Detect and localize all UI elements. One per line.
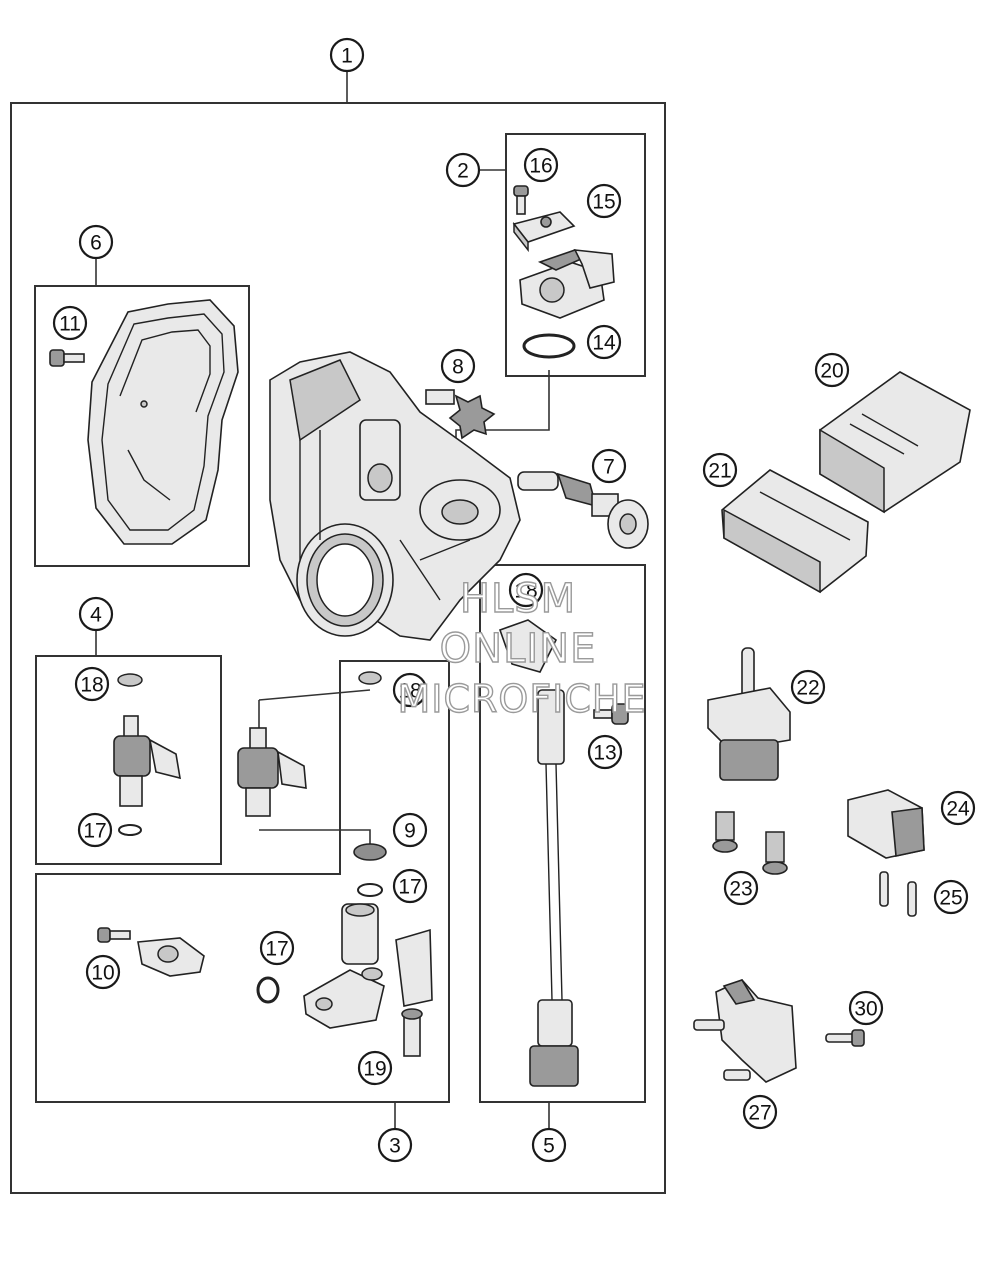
svg-text:24: 24 (946, 798, 970, 821)
callout-13: 13 (587, 734, 623, 770)
svg-text:7: 7 (603, 456, 615, 479)
group-frame-5 (479, 564, 646, 1103)
callout-3: 3 (377, 1127, 413, 1163)
o-ring-part-14 (522, 333, 576, 359)
callout-24: 24 (940, 790, 976, 826)
injector-part-3 (237, 671, 382, 817)
svg-text:1: 1 (341, 45, 353, 68)
svg-text:13: 13 (593, 742, 616, 765)
svg-text:18: 18 (398, 680, 421, 703)
callout-7: 7 (591, 448, 627, 484)
callout-10: 10 (85, 954, 121, 990)
svg-text:18: 18 (514, 580, 537, 603)
svg-text:ONLINE: ONLINE (440, 626, 597, 672)
svg-text:5: 5 (543, 1135, 555, 1158)
o-ring-part-17b (256, 976, 280, 1004)
callout-11: 11 (52, 305, 88, 341)
callout-23: 23 (723, 870, 759, 906)
bracket-part-27 (693, 979, 797, 1083)
callout-17-c: 17 (259, 930, 295, 966)
callout-17-a: 17 (77, 812, 113, 848)
screw-part-23 (712, 811, 788, 875)
callout-6: 6 (78, 224, 114, 260)
svg-text:10: 10 (91, 962, 114, 985)
svg-text:21: 21 (708, 460, 731, 483)
watermark: HLSM ONLINE MICROFICHE (397, 575, 646, 721)
svg-text:22: 22 (796, 677, 819, 700)
callout-21: 21 (702, 452, 738, 488)
svg-text:11: 11 (59, 313, 81, 336)
group-frame-2 (505, 133, 646, 377)
o-ring-part-17a (357, 883, 383, 897)
sensor-part-10 (97, 927, 205, 977)
callout-18-a: 18 (74, 666, 110, 702)
svg-text:27: 27 (748, 1102, 771, 1125)
svg-text:17: 17 (398, 876, 421, 899)
svg-text:3: 3 (389, 1135, 401, 1158)
svg-text:4: 4 (90, 604, 102, 627)
callout-25: 25 (933, 879, 969, 915)
injector-holder (303, 903, 433, 1057)
throttle-body (269, 351, 521, 641)
callout-8: 8 (440, 348, 476, 384)
assembly-frame-1 (10, 102, 666, 1194)
harness-part-5 (498, 619, 579, 1087)
svg-text:19: 19 (363, 1058, 386, 1081)
callout-15: 15 (586, 183, 622, 219)
svg-text:14: 14 (592, 332, 616, 355)
svg-text:9: 9 (404, 820, 416, 843)
callout-14: 14 (586, 324, 622, 360)
callout-27: 27 (742, 1094, 778, 1130)
callout-22: 22 (790, 669, 826, 705)
ecu-part-20 (819, 371, 971, 514)
callout-16: 16 (523, 147, 559, 183)
bolt-part-13 (593, 703, 629, 725)
screw-part-11 (49, 349, 85, 367)
svg-text:30: 30 (854, 998, 877, 1021)
svg-text:6: 6 (90, 232, 102, 255)
group-frame-3 (35, 660, 450, 1103)
sensor-part-22 (707, 647, 791, 781)
ecu-part-21 (721, 469, 869, 594)
seal-part-9 (353, 843, 387, 861)
svg-text:15: 15 (592, 191, 615, 214)
group-frame-4 (35, 655, 222, 865)
screw-part-16 (513, 185, 529, 215)
svg-text:18: 18 (80, 674, 103, 697)
callout-20: 20 (814, 352, 850, 388)
callout-1: 1 (329, 37, 365, 73)
svg-text:23: 23 (729, 878, 752, 901)
callout-18-b: 18 (392, 672, 428, 708)
svg-text:20: 20 (820, 360, 843, 383)
callout-2: 2 (445, 152, 481, 188)
bolt-part-30 (825, 1029, 865, 1047)
callout-9: 9 (392, 812, 428, 848)
callout-17-b: 17 (392, 868, 428, 904)
svg-text:MICROFICHE: MICROFICHE (397, 677, 646, 721)
callout-19: 19 (357, 1050, 393, 1086)
callout-30: 30 (848, 990, 884, 1026)
svg-text:25: 25 (939, 887, 962, 910)
valve-part-7 (517, 471, 649, 549)
group-frame-6 (34, 285, 250, 567)
svg-text:8: 8 (452, 356, 464, 379)
throttle-cover-part-6 (87, 299, 239, 545)
callout-4: 4 (78, 596, 114, 632)
svg-text:2: 2 (457, 160, 469, 183)
screw-part-25 (879, 871, 917, 917)
svg-text:17: 17 (83, 820, 106, 843)
map-sensor (519, 249, 615, 319)
clamp-part-15 (512, 211, 576, 253)
injector-part-4 (113, 673, 181, 836)
callout-5: 5 (531, 1127, 567, 1163)
svg-text:16: 16 (529, 155, 552, 178)
callout-18-c: 18 (508, 572, 544, 608)
sensor-part-8 (425, 389, 496, 440)
relay-part-24 (847, 789, 925, 859)
svg-text:HLSM: HLSM (460, 576, 576, 622)
svg-text:17: 17 (265, 938, 288, 961)
